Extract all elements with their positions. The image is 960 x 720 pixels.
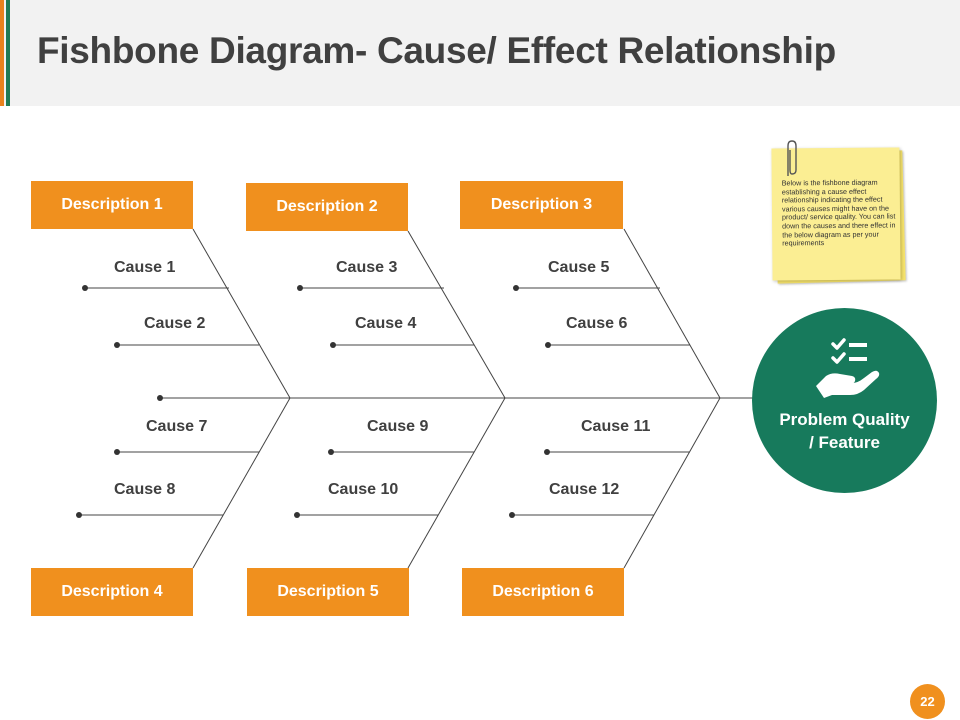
effect-label-line-1: Problem Quality (779, 410, 910, 429)
cause-dot-1 (82, 285, 88, 291)
bone-lower-1 (192, 397, 291, 569)
page-title: Fishbone Diagram- Cause/ Effect Relation… (37, 30, 836, 71)
bone-upper-2 (407, 230, 506, 399)
cause-dot-9 (328, 449, 334, 455)
cause-dot-6 (545, 342, 551, 348)
cause-dot-4 (330, 342, 336, 348)
cause-label-7: Cause 7 (146, 418, 208, 435)
cause-label-4: Cause 4 (355, 315, 417, 332)
paperclip-icon (787, 140, 797, 176)
description-box-3: Description 3 (460, 181, 623, 229)
cause-label-10: Cause 10 (328, 481, 399, 498)
description-box-2: Description 2 (246, 183, 408, 231)
bone-lower-2 (407, 397, 506, 569)
effect-label-line-2: / Feature (809, 433, 880, 452)
description-box-5: Description 5 (247, 568, 409, 616)
cause-dot-3 (297, 285, 303, 291)
description-box-1: Description 1 (31, 181, 193, 229)
cause-label-12: Cause 12 (549, 481, 620, 498)
cause-dot-2 (114, 342, 120, 348)
cause-dot-8 (76, 512, 82, 518)
page-number-badge: 22 (910, 684, 945, 719)
sticky-note-text: Below is the fishbone diagram establishi… (781, 177, 896, 248)
cause-dot-12 (509, 512, 515, 518)
spine-dot (157, 395, 163, 401)
cause-dot-5 (513, 285, 519, 291)
header-bar: Fishbone Diagram- Cause/ Effect Relation… (0, 0, 960, 106)
cause-label-1: Cause 1 (114, 259, 176, 276)
cause-dot-7 (114, 449, 120, 455)
bone-upper-1 (192, 228, 291, 399)
cause-dot-11 (544, 449, 550, 455)
cause-dot-10 (294, 512, 300, 518)
bone-upper-3 (623, 228, 721, 399)
cause-label-6: Cause 6 (566, 315, 628, 332)
cause-label-9: Cause 9 (367, 418, 429, 435)
effect-circle: Problem Quality / Feature (752, 308, 937, 493)
description-box-4: Description 4 (31, 568, 193, 616)
accent-stripe-green (6, 0, 10, 106)
accent-stripe-orange (0, 0, 4, 106)
effect-label: Problem Quality / Feature (752, 408, 937, 454)
cause-label-5: Cause 5 (548, 259, 610, 276)
cause-label-2: Cause 2 (144, 315, 206, 332)
checklist-hand-icon (816, 338, 880, 398)
bone-lower-3 (623, 397, 721, 569)
description-box-6: Description 6 (462, 568, 624, 616)
cause-label-11: Cause 11 (581, 418, 651, 435)
cause-label-8: Cause 8 (114, 481, 176, 498)
cause-label-3: Cause 3 (336, 259, 398, 276)
